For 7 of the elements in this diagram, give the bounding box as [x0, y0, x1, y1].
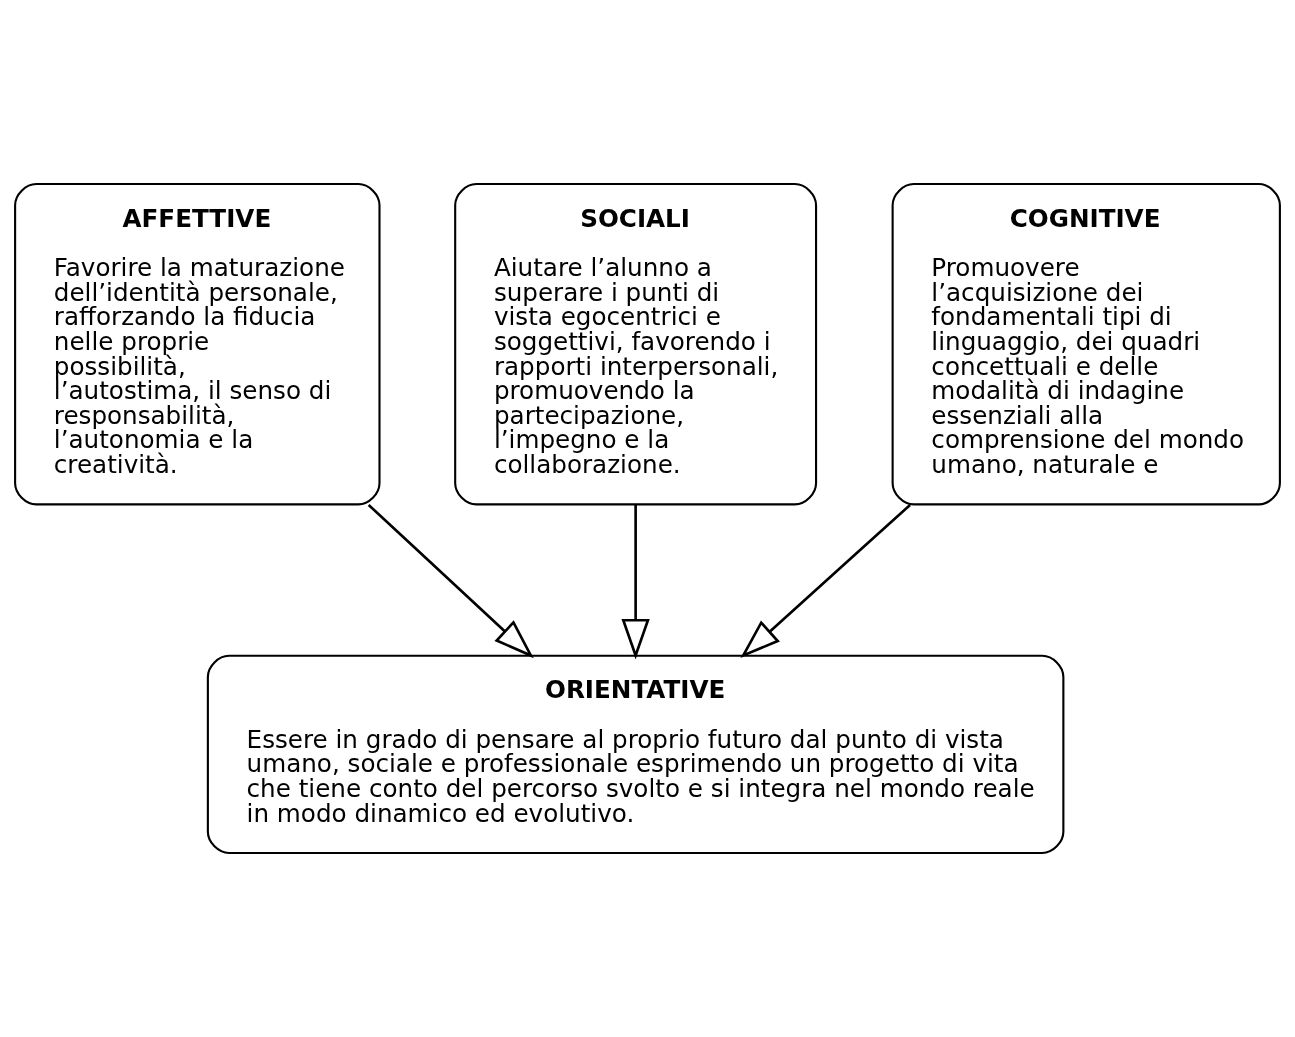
arrow	[740, 503, 911, 659]
node-box: ORIENTATIVE Essere in grado di pensare al proprio futuro dal punto di vista umano, sociale e professionale esprimendo un progetto di vita che tiene conto del percorso svolto e si integra nel mondo reale in modo dinamico ed evolutivo.	[206, 654, 1065, 854]
node-box: AFFETTIVE Favorire la maturazione dell’identità personale, rafforzando la fiducia nelle proprie possibilità, l’autostima, il senso di responsabilità, l’autonomia e la creatività.	[14, 183, 381, 506]
arrow	[367, 504, 534, 659]
node-box: COGNITIVE Promuovere l’acquisizione dei fondamentali tipi di linguaggio, dei quadri concettuali e delle modalità di indagine essenziali alla comprensione del mondo umano, naturale e	[891, 183, 1281, 506]
arrow	[621, 504, 650, 660]
node-box: SOCIALI Aiutare l’alunno a superare i punti di vista egocentrici e soggettivi, favorendo i rapporti interpersonali, promuovendo la partecipazione, l’impegno e la collaborazione.	[454, 183, 818, 506]
